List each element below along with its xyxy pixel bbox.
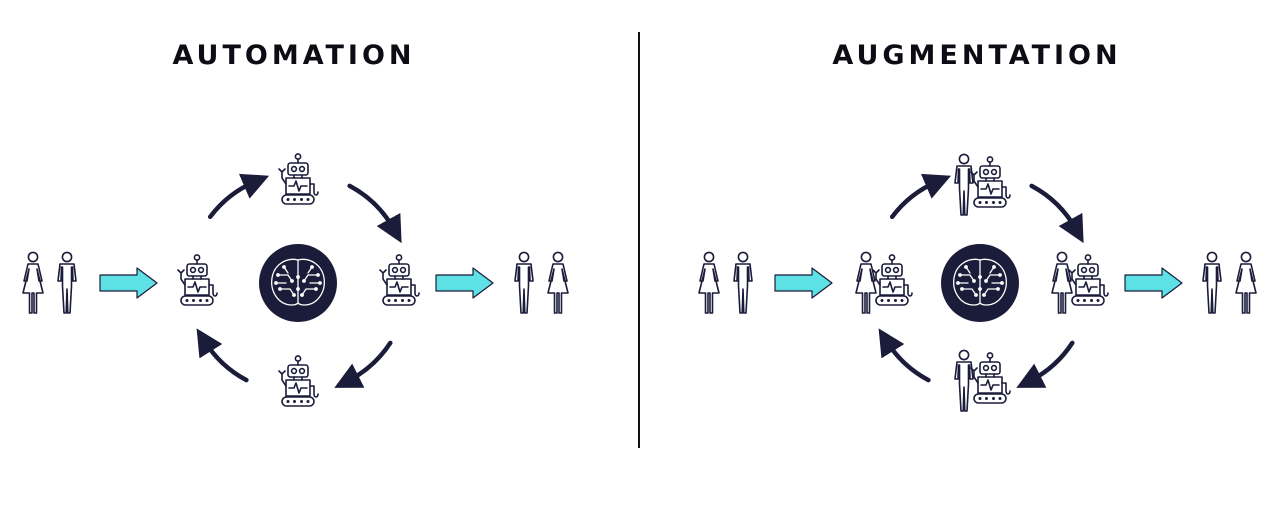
robot-icon [379,254,420,306]
woman-icon [698,251,720,314]
robot-icon [970,352,1011,404]
flow-arrow [435,267,494,299]
automation-title: AUTOMATION [172,40,416,71]
cycle-arrow [1016,340,1075,388]
woman-icon [855,251,877,314]
cycle-arrow [196,328,249,383]
robot-icon [872,254,913,306]
cycle-arrow [207,173,270,220]
brain-circuit-icon [941,244,1019,322]
robot-icon [1068,254,1109,306]
robot-icon [970,156,1011,208]
flow-arrow [1124,267,1183,299]
flow-arrow [99,267,158,299]
man-icon [954,349,974,412]
woman-icon [547,251,569,314]
man-icon [733,251,753,314]
robot-icon [177,254,218,306]
man-icon [514,251,534,314]
cycle-arrow [334,340,393,388]
robot-icon [278,153,319,205]
man-icon [1202,251,1222,314]
woman-icon [1235,251,1257,314]
cycle-arrow [889,173,952,220]
cycle-arrow [878,328,931,383]
augmentation-title: AUGMENTATION [832,40,1122,71]
center-divider [638,32,640,448]
brain-circuit-icon [259,244,337,322]
man-icon [954,153,974,216]
woman-icon [1051,251,1073,314]
flow-arrow [774,267,833,299]
cycle-arrow [1029,183,1084,244]
woman-icon [22,251,44,314]
robot-icon [278,355,319,407]
man-icon [57,251,77,314]
cycle-arrow [347,183,402,244]
